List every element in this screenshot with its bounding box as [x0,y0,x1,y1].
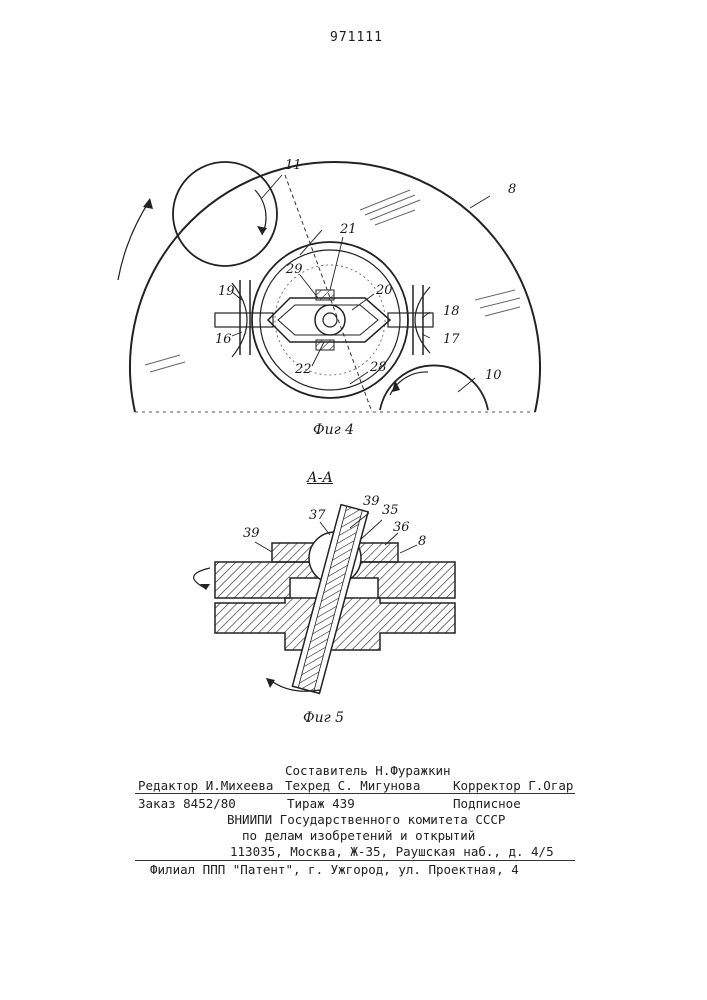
label-37: 37 [309,508,326,523]
imprint-org-line1: ВНИИПИ Государственного комитета СССР [227,812,505,827]
imprint-corrector: Корректор Г.Огар [453,778,573,793]
imprint-order: Заказ 8452/80 [138,796,236,811]
label-35: 35 [382,503,399,518]
imprint-divider-top [135,793,575,794]
imprint-org-line2: по делам изобретений и открытий [242,828,475,843]
imprint-compiler: Составитель Н.Фуражкин [285,763,451,778]
imprint-techred: Техред С. Мигунова [285,778,420,793]
label-36: 36 [393,520,410,535]
imprint-subscription: Подписное [453,796,521,811]
imprint-address: 113035, Москва, Ж-35, Раушская наб., д. … [230,844,554,859]
label-39-right: 39 [363,494,380,509]
imprint-divider-bottom [135,860,575,861]
imprint-branch: Филиал ППП "Патент", г. Ужгород, ул. Про… [150,862,519,877]
imprint-circulation: Тираж 439 [287,796,355,811]
label-8-fig5: 8 [418,534,426,549]
figure-5-drawing [0,0,707,720]
label-39-left: 39 [243,526,260,541]
figure-5-caption: Фиг 5 [303,710,344,726]
imprint-editor: Редактор И.Михеева [138,778,273,793]
